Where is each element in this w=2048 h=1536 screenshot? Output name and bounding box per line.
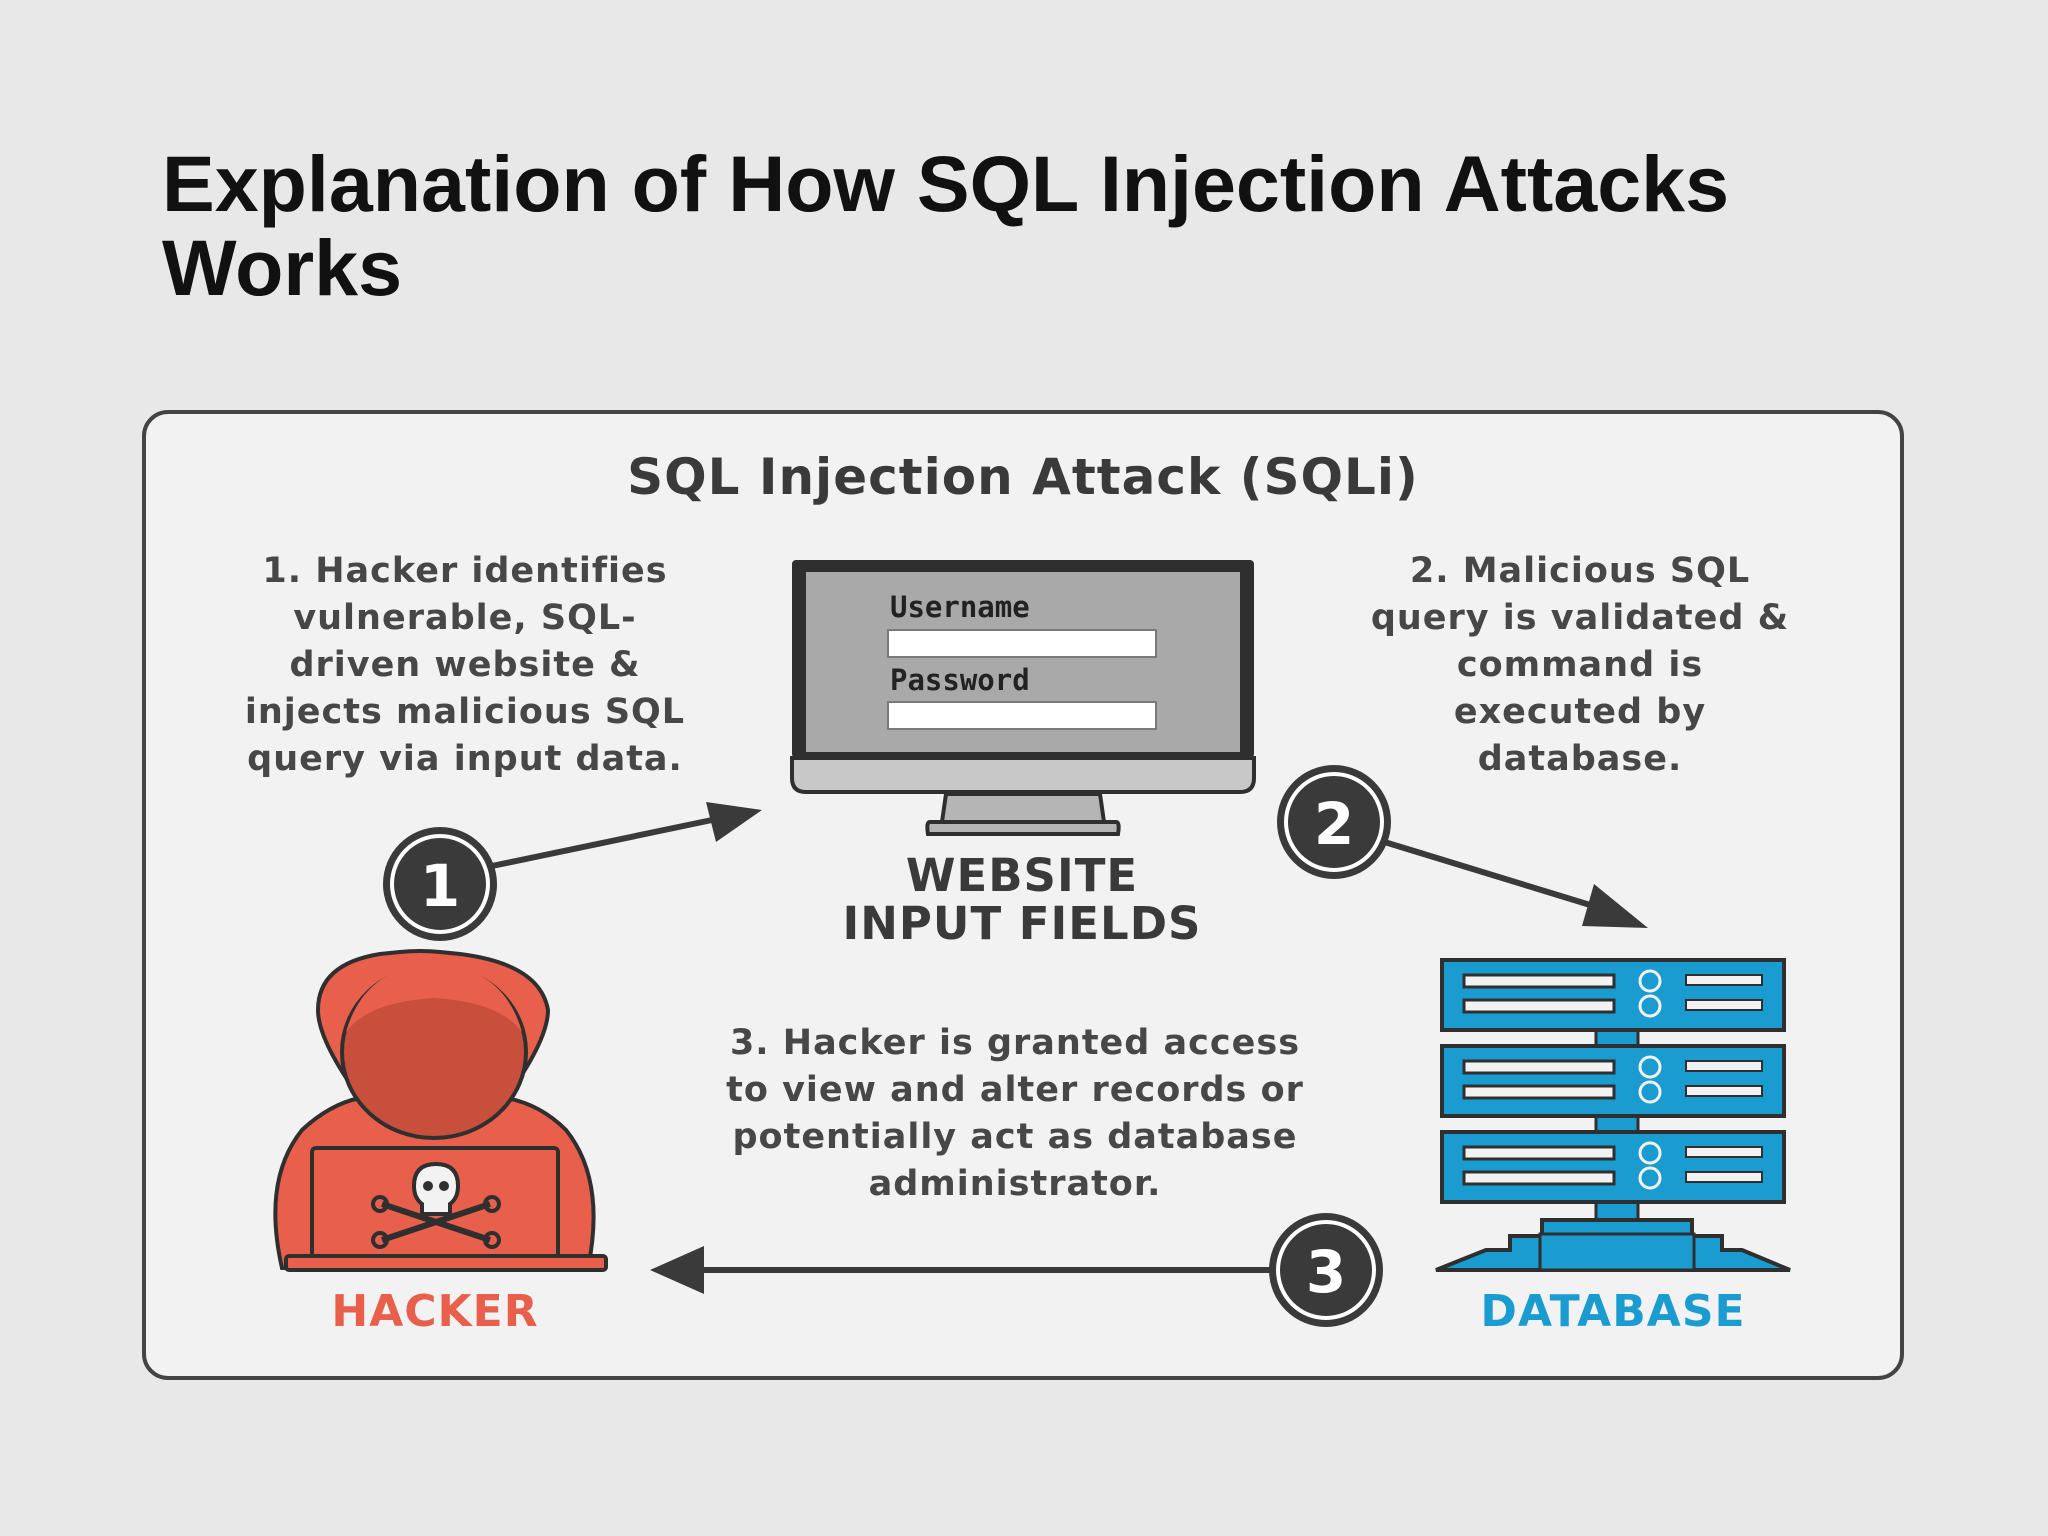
password-field bbox=[887, 701, 1157, 730]
step-1-line: vulnerable, SQL- bbox=[293, 598, 637, 638]
step-1-badge: 1 bbox=[383, 827, 497, 941]
hacker-icon bbox=[273, 949, 608, 1272]
step-2-number: 2 bbox=[1314, 790, 1354, 858]
hacker-label: HACKER bbox=[331, 1286, 539, 1337]
step-3-number: 3 bbox=[1306, 1238, 1346, 1306]
server-unit-2 bbox=[1440, 1044, 1786, 1118]
website-label-line: WEBSITE bbox=[905, 849, 1139, 902]
website-label-line: INPUT FIELDS bbox=[842, 897, 1202, 950]
step-2-text: 2. Malicious SQL query is validated & co… bbox=[1320, 548, 1840, 783]
step-3-text: 3. Hacker is granted access to view and … bbox=[680, 1020, 1350, 1208]
arrow-2 bbox=[1377, 837, 1648, 928]
database-label: DATABASE bbox=[1480, 1286, 1746, 1337]
step-2-line: database. bbox=[1477, 739, 1683, 779]
step-1-line: query via input data. bbox=[247, 739, 683, 779]
step-1-text: 1. Hacker identifies vulnerable, SQL- dr… bbox=[195, 548, 735, 783]
database-icon bbox=[1435, 958, 1791, 1272]
step-2-badge: 2 bbox=[1277, 765, 1391, 879]
step-2-line: executed by bbox=[1453, 692, 1707, 732]
step-2-line: query is validated & bbox=[1370, 598, 1790, 638]
step-1-number: 1 bbox=[420, 852, 460, 920]
password-label: Password bbox=[890, 663, 1030, 697]
step-3-badge: 3 bbox=[1269, 1213, 1383, 1327]
step-3-line: potentially act as database bbox=[732, 1117, 1298, 1157]
arrow-1 bbox=[491, 802, 762, 869]
step-2-line: 2. Malicious SQL bbox=[1409, 551, 1751, 591]
step-1-line: driven website & bbox=[289, 645, 641, 685]
username-field bbox=[887, 629, 1157, 658]
step-3-line: to view and alter records or bbox=[726, 1070, 1304, 1110]
step-2-line: command is bbox=[1456, 645, 1704, 685]
step-3-line: 3. Hacker is granted access bbox=[729, 1023, 1301, 1063]
monitor-icon: Username Password bbox=[790, 560, 1256, 836]
slide-title: Explanation of How SQL Injection Attacks… bbox=[162, 142, 1962, 310]
step-1-line: injects malicious SQL bbox=[244, 692, 686, 732]
step-3-line: administrator. bbox=[868, 1164, 1162, 1204]
server-unit-1 bbox=[1440, 958, 1786, 1032]
server-unit-3 bbox=[1440, 1130, 1786, 1204]
username-label: Username bbox=[890, 590, 1030, 624]
slide-title-line-2: Works bbox=[162, 223, 403, 312]
step-1-line: 1. Hacker identifies bbox=[262, 551, 668, 591]
slide-title-line-1: Explanation of How SQL Injection Attacks bbox=[162, 139, 1730, 228]
arrow-3 bbox=[650, 1246, 1272, 1294]
diagram-title: SQL Injection Attack (SQLi) bbox=[627, 448, 1419, 506]
skull-crossbones-icon bbox=[371, 1161, 501, 1249]
website-label: WEBSITE INPUT FIELDS bbox=[782, 852, 1262, 948]
